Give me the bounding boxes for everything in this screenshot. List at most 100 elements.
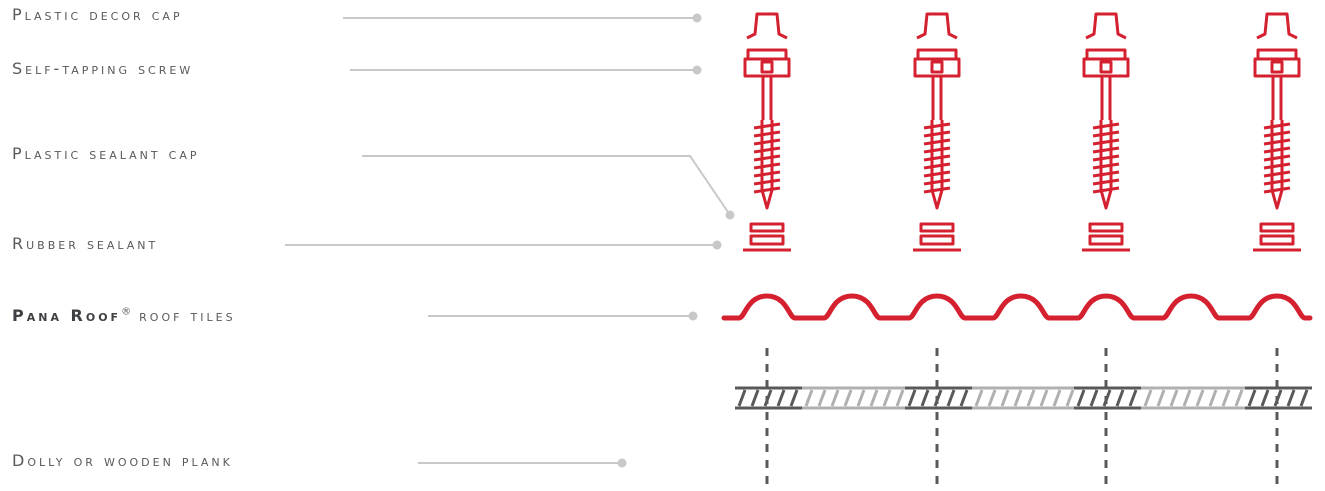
plank-hatch (987, 389, 997, 407)
screw-head-icon (1253, 57, 1301, 78)
screw-shank-icon (761, 76, 773, 120)
rubber-sealant-top-icon (1088, 234, 1124, 246)
plank-hatch (959, 389, 969, 407)
plank-hatch (1143, 389, 1153, 407)
fastener-4 (1253, 12, 1301, 252)
plank-segment-1 (735, 386, 802, 410)
plank-hatch (974, 389, 984, 407)
plank-segment-7 (1245, 386, 1312, 410)
plank-hatch (1026, 389, 1036, 407)
plank-hatch (895, 389, 905, 407)
screw-shank-icon (1100, 76, 1112, 120)
plank-hatch (1247, 389, 1257, 407)
plank-segment-3 (905, 386, 972, 410)
rubber-sealant-top-icon (919, 234, 955, 246)
plank-hatch (843, 389, 853, 407)
roof-tile-line (721, 293, 1313, 321)
leader-lines (285, 13, 735, 468)
plank-hatch (1013, 389, 1023, 407)
wooden-plank (735, 386, 1312, 410)
plank-hatch (1169, 389, 1179, 407)
roof-tile-profile (721, 293, 1313, 321)
plank-hatch (856, 389, 866, 407)
sealant-cap-icon (1088, 222, 1124, 233)
plank-hatch (1102, 389, 1112, 407)
screw-head-icon (913, 57, 961, 78)
plank-hatch (1039, 389, 1049, 407)
sealant-cap-icon (1259, 222, 1295, 233)
screw-head-center-icon (930, 60, 944, 74)
screw-head-center-icon (1270, 60, 1284, 74)
screw-head-center-icon (760, 60, 774, 74)
plank-hatch (1128, 389, 1138, 407)
plank-hatch (1115, 389, 1125, 407)
plank-hatch (1299, 389, 1309, 407)
fastener-3 (1082, 12, 1130, 252)
leader-rubber-sealant-dot (712, 240, 722, 250)
plank-hatch (1273, 389, 1283, 407)
fastener-2 (913, 12, 961, 252)
plank-hatch (882, 389, 892, 407)
label-screw: Self-tapping screw (12, 59, 194, 78)
plank-segment-4 (972, 386, 1075, 410)
plank-hatch (1052, 389, 1062, 407)
decor-cap-icon (916, 12, 958, 40)
plank-hatch (830, 389, 840, 407)
screw-thread-icon (1263, 122, 1291, 194)
plank-hatch (817, 389, 827, 407)
screw-head-icon (1082, 57, 1130, 78)
plank-hatch (737, 389, 747, 407)
plank-hatch (1208, 389, 1218, 407)
roof-tiles-text: roof tiles (131, 306, 236, 325)
plank-hatch (1260, 389, 1270, 407)
screw-shank-icon (931, 76, 943, 120)
leader-sealant-cap-dot (725, 210, 735, 220)
label-rubber-sealant: Rubber sealant (12, 234, 159, 253)
screw-head-center-icon (1099, 60, 1113, 74)
plank-hatch (1076, 389, 1086, 407)
screw-head-icon (743, 57, 791, 78)
screw-shank-icon (1271, 76, 1283, 120)
rubber-sealant-top-icon (1259, 234, 1295, 246)
plank-hatch (869, 389, 879, 407)
plank-hatch (920, 389, 930, 407)
sealant-cap-icon (749, 222, 785, 233)
screw-thread-icon (1092, 122, 1120, 194)
fasteners (743, 12, 1301, 252)
leader-screw-dot (692, 65, 702, 75)
plank-segment-5 (1074, 386, 1141, 410)
brand-name: Pana Roof (12, 306, 122, 325)
decor-cap-icon (1256, 12, 1298, 40)
plank-segment-2 (802, 386, 905, 410)
leader-decor-cap-dot (692, 13, 702, 23)
plank-hatch (1286, 389, 1296, 407)
plank-hatch (907, 389, 917, 407)
plank-hatch (1000, 389, 1010, 407)
decor-cap-icon (1085, 12, 1127, 40)
plank-hatch (1221, 389, 1231, 407)
plank-hatch (763, 389, 773, 407)
plank-hatch (946, 389, 956, 407)
alignment-dashes (765, 348, 1279, 491)
label-decor-cap: Plastic decor cap (12, 5, 183, 24)
plank-hatch (933, 389, 943, 407)
plank-hatch (1156, 389, 1166, 407)
plank-hatch (750, 389, 760, 407)
label-roof-tiles: Pana Roof® roof tiles (12, 306, 236, 325)
plank-hatch (1089, 389, 1099, 407)
plank-hatch (1065, 389, 1075, 407)
plank-hatch (776, 389, 786, 407)
fastener-1 (743, 12, 791, 252)
plank-hatch (1195, 389, 1205, 407)
plank-segment-6 (1141, 386, 1245, 410)
sealant-cap-icon (919, 222, 955, 233)
registered-mark: ® (121, 306, 132, 318)
plank-hatch (1234, 389, 1244, 407)
label-plank: Dolly or wooden plank (12, 451, 233, 470)
screw-thread-icon (923, 122, 951, 194)
leader-roof-tiles-dot (688, 311, 698, 321)
decor-cap-icon (746, 12, 788, 40)
leader-sealant-cap (362, 155, 731, 216)
plank-hatch (804, 389, 814, 407)
